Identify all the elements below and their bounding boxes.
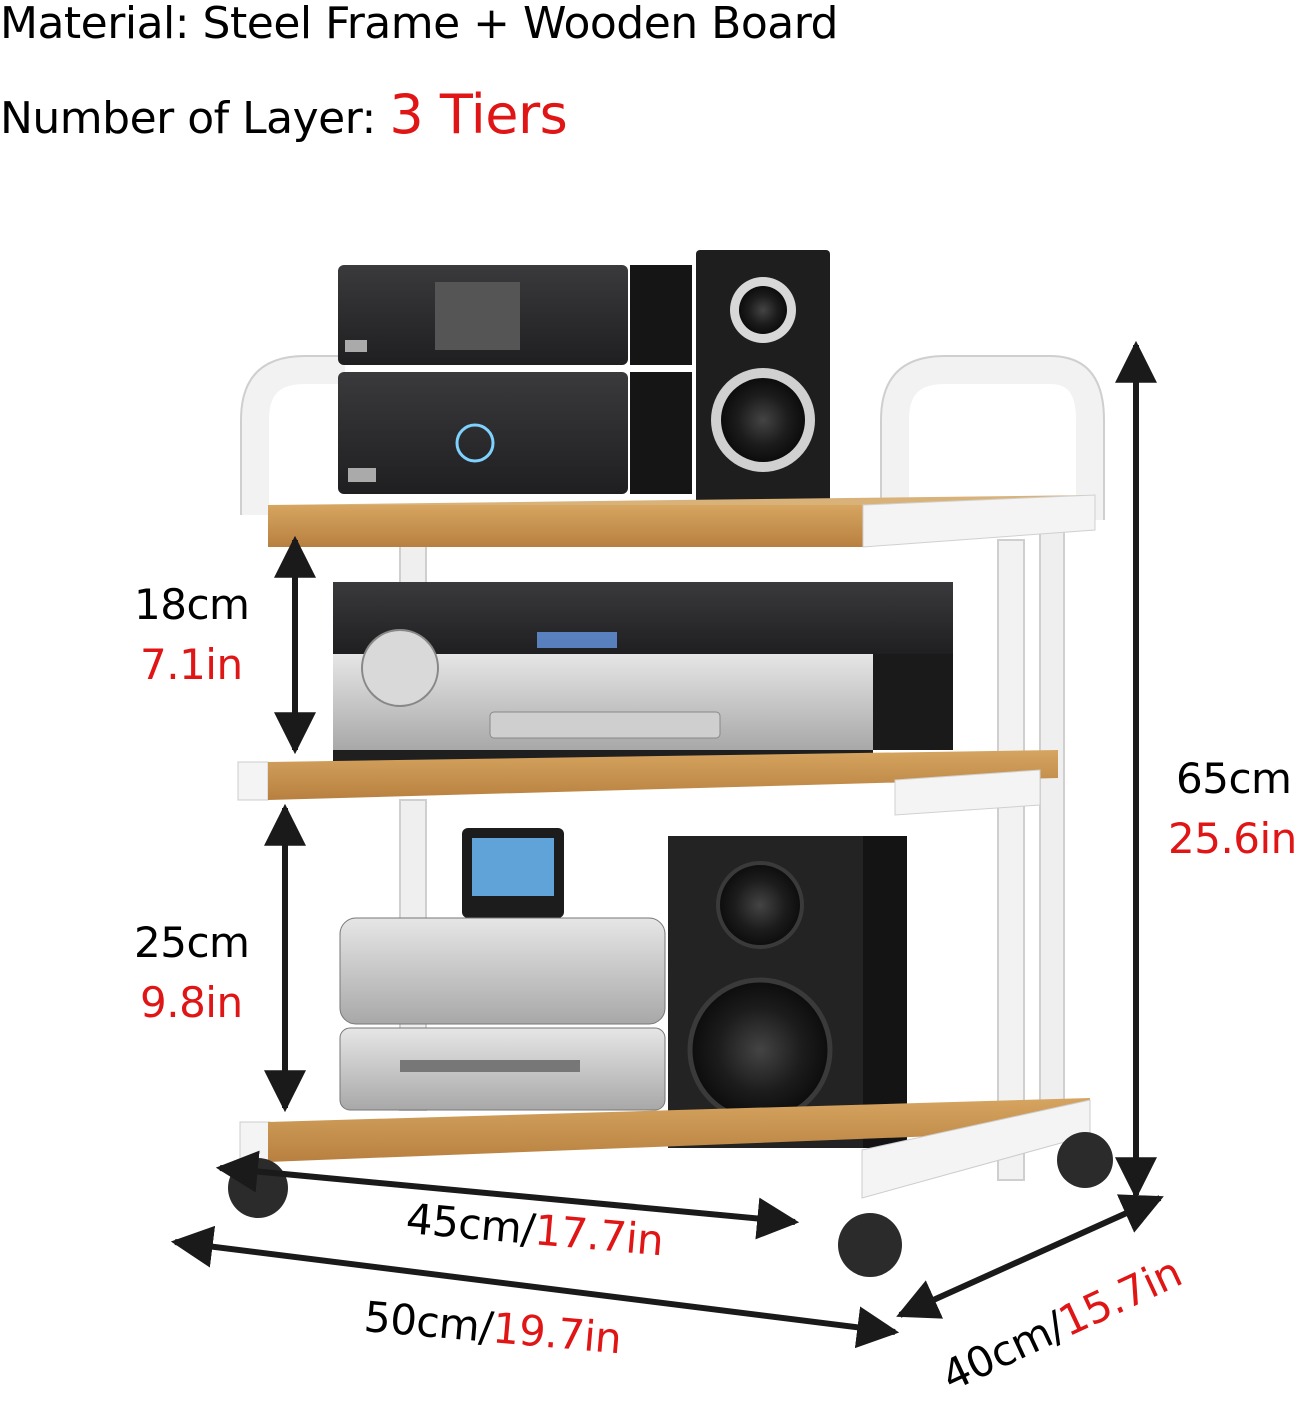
layer-line: Number of Layer: 3 Tiers [0,88,568,144]
dimension-arrows [170,340,1164,1349]
handles [241,356,1104,520]
layer-label: Number of Layer: [0,93,376,144]
rack-illustration [170,250,1164,1349]
lower-gap-cm: 25cm [134,918,250,967]
total-height-cm: 65cm [1176,754,1292,803]
upper-gap-cm: 18cm [134,580,250,629]
layer-value: 3 Tiers [389,83,568,146]
upper-gap-in: 7.1in [140,640,243,689]
material-line: Material: Steel Frame + Wooden Board [0,0,838,49]
top-amplifier-stack [338,265,692,494]
handle-outline [240,355,1105,520]
lower-gap-in: 9.8in [140,978,243,1027]
middle-shelf [237,750,1058,816]
bottom-speaker [668,836,907,1148]
bottom-devices [339,828,666,1111]
top-shelf [268,494,1096,548]
total-height-in: 25.6in [1168,814,1297,863]
top-speaker [696,250,830,508]
side-frame [997,539,1025,1181]
middle-receiver [333,582,953,782]
